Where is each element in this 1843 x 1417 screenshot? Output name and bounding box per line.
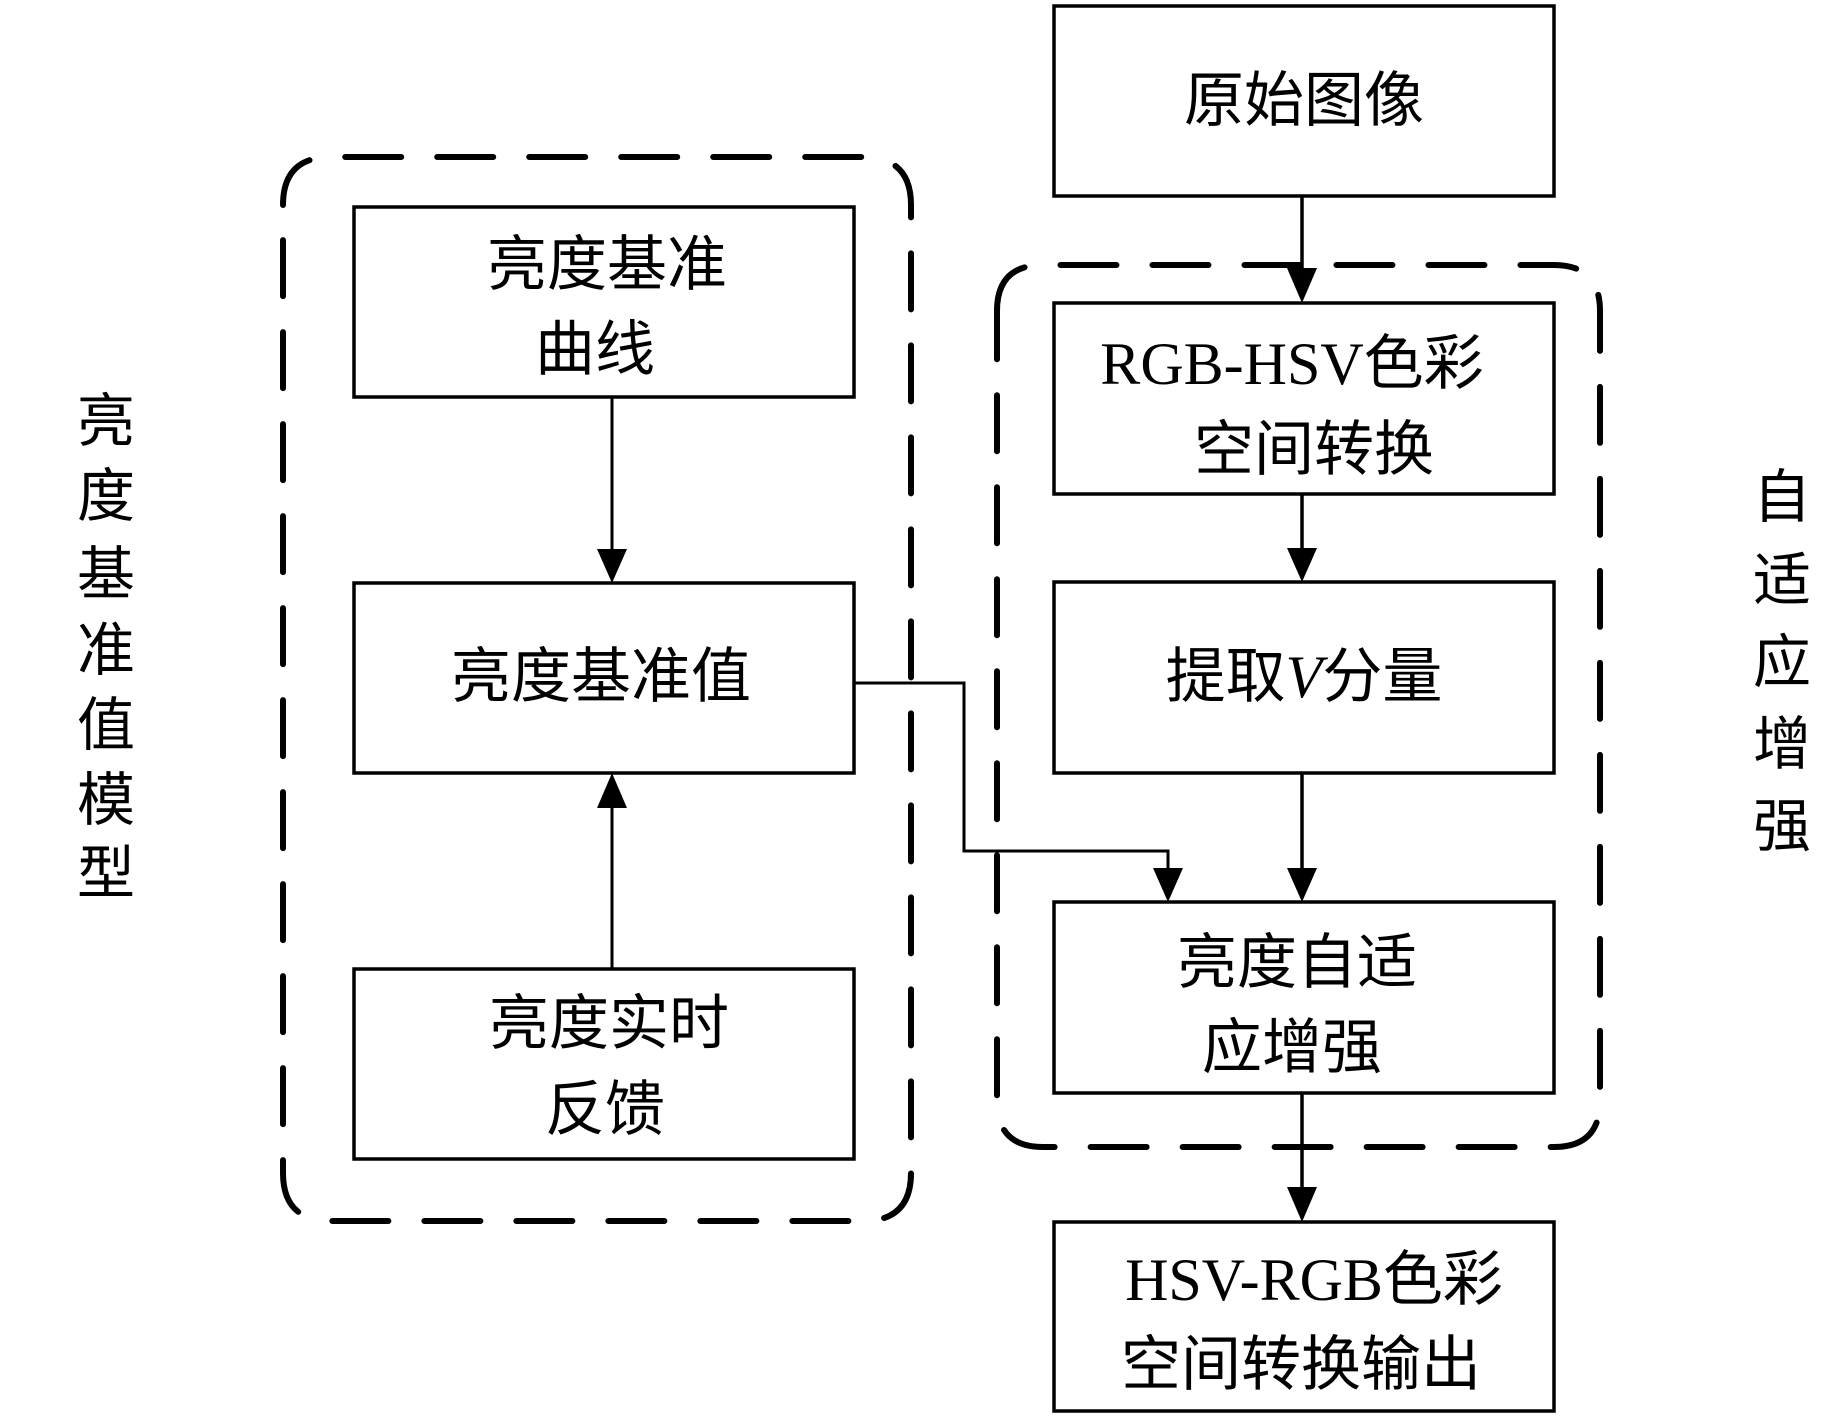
node-reference-value: 亮度基准值 (352, 581, 856, 775)
arrowhead-icon (1287, 268, 1317, 303)
node-extract-v: 提取V分量 (1052, 580, 1556, 775)
node-label-line1: HSV-RGB色彩 (1125, 1247, 1503, 1313)
node-label-line2: 反馈 (545, 1077, 665, 1143)
node-label: 原始图像 (1184, 68, 1424, 134)
node-adaptive-enhancement: 亮度自适 应增强 (1052, 900, 1556, 1095)
arrowhead-icon (1287, 868, 1317, 902)
node-reference-curve: 亮度基准 曲线 (352, 205, 856, 399)
node-label: 亮度基准值 (451, 644, 751, 710)
arrowhead-icon (1153, 868, 1183, 902)
node-label-line1: 亮度自适 (1177, 930, 1417, 996)
label-char: 度 (77, 464, 135, 529)
node-hsv-rgb-output: HSV-RGB色彩 空间转换输出 (1052, 1220, 1556, 1413)
adaptive-enhancement-group (994, 262, 1603, 1150)
node-label-prefix: 提取 (1166, 644, 1286, 710)
label-char: 值 (77, 693, 135, 758)
label-char: 应 (1753, 630, 1811, 695)
label-char: 准 (77, 618, 135, 683)
label-char: 基 (77, 542, 135, 607)
node-label-line1: RGB-HSV色彩 (1100, 331, 1483, 397)
node-label-suffix: 分量 (1322, 644, 1442, 710)
edge-value-to-enhance (854, 681, 1170, 872)
node-label-line2: 空间转换输出 (1121, 1332, 1481, 1398)
node-realtime-feedback: 亮度实时 反馈 (352, 967, 856, 1161)
arrowhead-icon (1287, 1187, 1317, 1222)
brightness-model-group (280, 154, 914, 1224)
node-label-line2: 空间转换 (1194, 417, 1434, 483)
node-rgb-hsv-conversion: RGB-HSV色彩 空间转换 (1052, 301, 1556, 496)
node-label-line2: 应增强 (1202, 1015, 1382, 1081)
node-original-image: 原始图像 (1052, 4, 1556, 198)
label-char: 适 (1753, 548, 1811, 613)
label-char: 自 (1753, 465, 1811, 530)
arrowhead-icon (597, 773, 627, 808)
label-char: 强 (1753, 794, 1811, 859)
adaptive-enhancement-label: 自 适 应 增 强 (1753, 465, 1811, 859)
node-label-line1: 亮度实时 (489, 991, 729, 1057)
node-label: 提取V分量 (1166, 644, 1443, 710)
node-label-line1: 亮度基准 (487, 232, 727, 298)
arrowhead-icon (1287, 548, 1317, 582)
label-char: 模 (77, 768, 135, 833)
label-char: 亮 (77, 389, 135, 454)
label-char: 增 (1753, 712, 1811, 777)
label-char: 型 (77, 841, 135, 906)
node-label-italic-v: V (1286, 644, 1329, 710)
brightness-model-label: 亮 度 基 准 值 模 型 (77, 389, 135, 906)
node-label-line2: 曲线 (535, 317, 655, 383)
arrowhead-icon (597, 549, 627, 583)
